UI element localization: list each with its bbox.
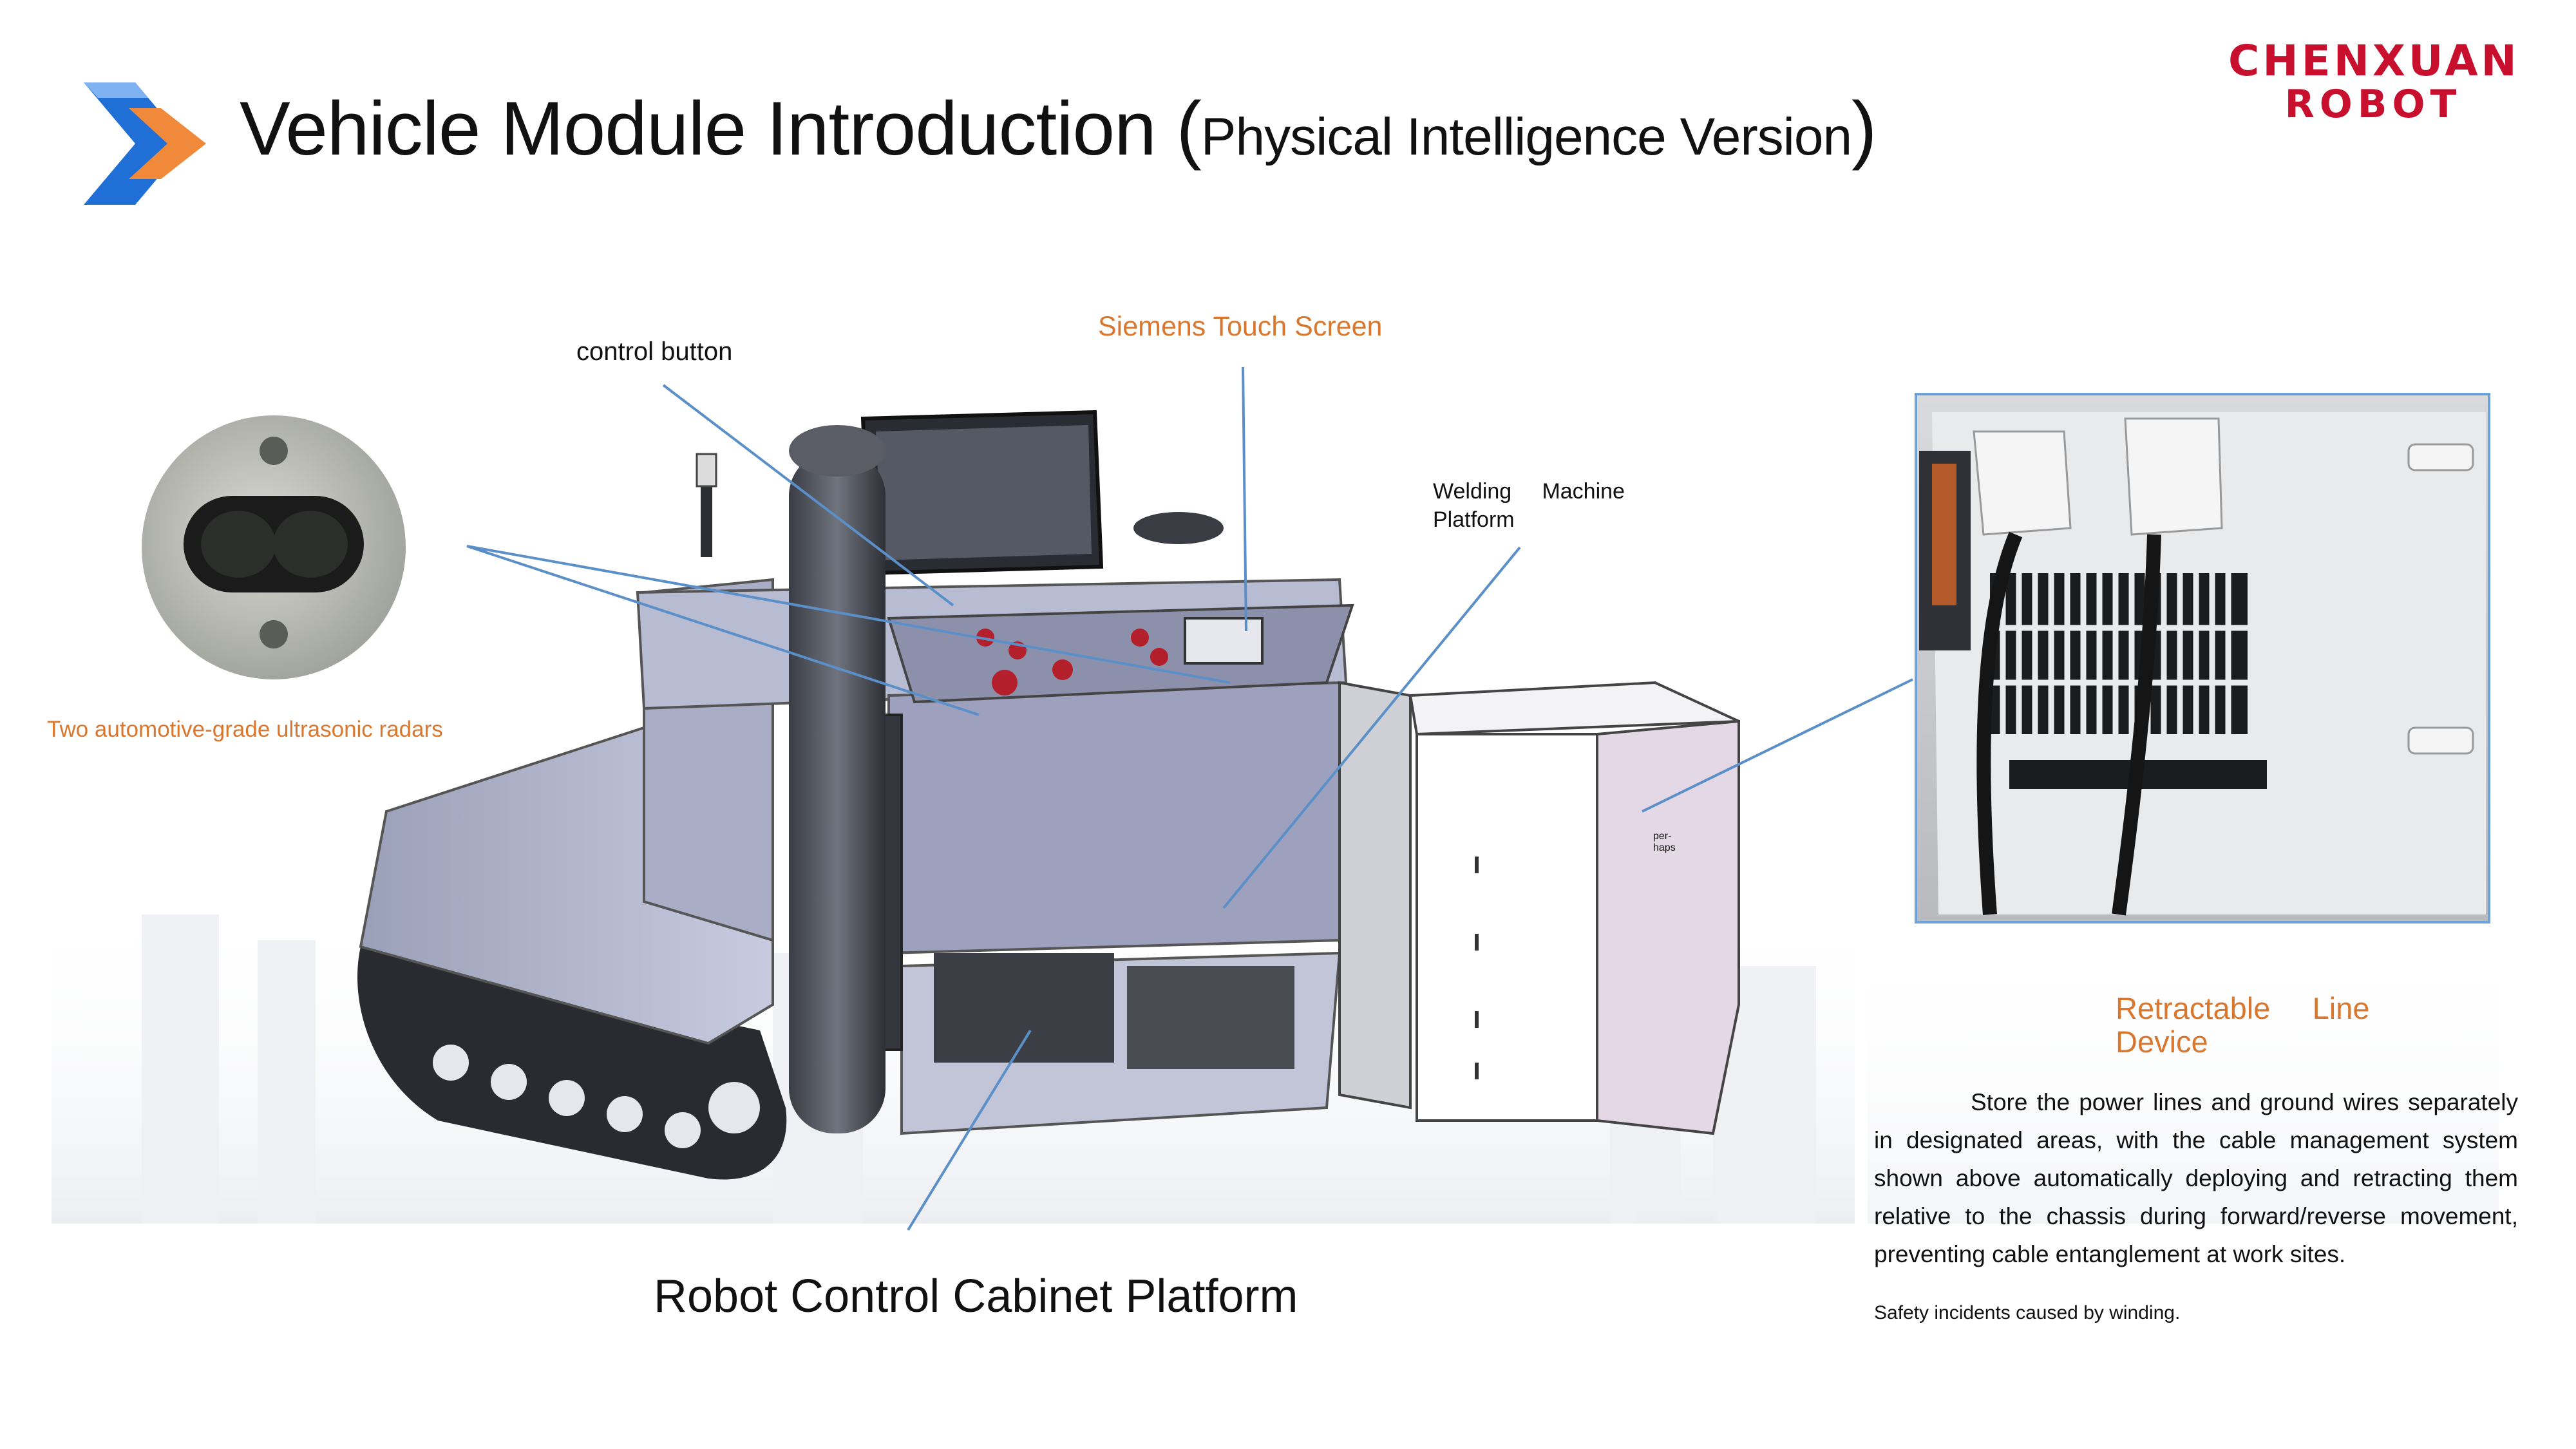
ultrasonic-radar-photo: [142, 415, 406, 679]
chevron-arrow-icon: [84, 82, 206, 205]
gas-cylinder: [789, 425, 886, 1133]
page-title-subtitle: Physical Intelligence Version: [1200, 108, 1852, 166]
label-radars: Two automotive-grade ultrasonic radars: [47, 717, 443, 742]
label-retractable-line1: Retractable Line: [2116, 991, 2370, 1025]
crawler-track: [357, 947, 787, 1180]
label-retractable-line2: Device: [2116, 1025, 2208, 1059]
label-touch-screen: Siemens Touch Screen: [1098, 311, 1383, 342]
page-title: Vehicle Module Introduction (Physical In…: [240, 86, 1877, 171]
label-perhaps-1: per-: [1653, 831, 1672, 842]
control-buttons: [976, 629, 1168, 696]
label-welding-line1: Welding Machine: [1433, 479, 1625, 504]
label-perhaps-2: haps: [1653, 842, 1676, 853]
label-welding-line2: Platform: [1433, 507, 1515, 532]
description-text: Store the power lines and ground wires s…: [1874, 1089, 2518, 1267]
touch-monitor: [860, 410, 1264, 665]
retractable-device-photo: [1915, 393, 2490, 923]
leader-lines: [466, 366, 1913, 1231]
welding-machine: [1338, 681, 1740, 1135]
label-cabinet: Robot Control Cabinet Platform: [654, 1271, 1298, 1322]
label-control-button: control button: [576, 337, 733, 366]
chenxuan-logo: CHENXUAN ROBOT: [2228, 36, 2520, 127]
safety-note: Safety incidents caused by winding.: [1874, 1302, 2181, 1323]
